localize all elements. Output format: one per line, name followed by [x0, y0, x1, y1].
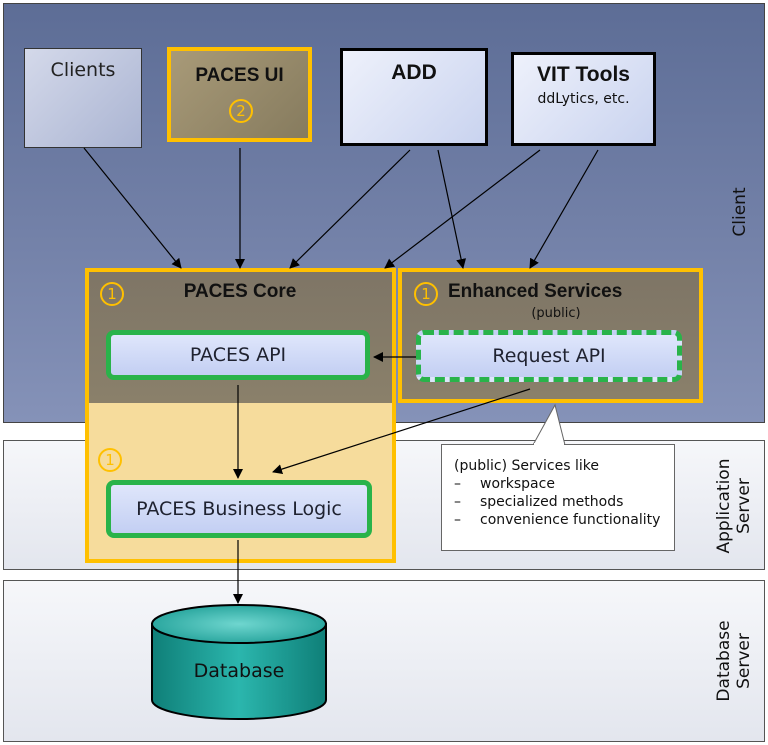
paces-api-box: PACES API	[106, 330, 370, 380]
clients-box: Clients	[24, 48, 142, 148]
database-label: Database	[193, 660, 285, 682]
paces-core-server-number-badge: 1	[98, 448, 122, 472]
callout-item: convenience functionality	[454, 511, 664, 529]
clients-label: Clients	[50, 59, 116, 81]
vit-tools-label: VIT Tools	[537, 63, 630, 86]
enhanced-services-subtitle: (public)	[531, 306, 581, 321]
callout-item: specialized methods	[454, 493, 664, 511]
paces-business-logic-box: PACES Business Logic	[106, 480, 372, 538]
vit-tools-sublabel: ddLytics, etc.	[537, 91, 630, 107]
add-label: ADD	[391, 61, 437, 84]
callout-pointer	[532, 403, 566, 446]
database-server-tier	[3, 580, 765, 742]
arrow-request-to-business	[272, 388, 531, 474]
request-api-label: Request API	[492, 345, 606, 367]
arrow-clients-to-core	[83, 147, 182, 269]
vit-tools-box: VIT Tools ddLytics, etc.	[511, 52, 656, 146]
paces-ui-box: PACES UI 2	[167, 47, 312, 142]
callout-item: workspace	[454, 475, 664, 493]
paces-core-title: PACES Core	[183, 281, 297, 302]
arrow-vit-to-enhanced	[529, 149, 599, 269]
paces-core-number-badge: 1	[100, 282, 124, 306]
paces-ui-number-badge: 2	[229, 99, 253, 123]
paces-ui-label: PACES UI	[195, 65, 284, 86]
callout-list: workspace specialized methods convenienc…	[454, 475, 664, 529]
paces-api-label: PACES API	[189, 344, 287, 366]
arrow-add-to-enhanced	[437, 149, 467, 269]
arrow-vit-to-core	[384, 149, 541, 269]
database-cylinder	[151, 604, 327, 720]
paces-core-container	[85, 268, 396, 563]
enhanced-services-number-badge: 1	[414, 282, 438, 306]
callout-pointer-seam	[534, 443, 564, 446]
services-callout: (public) Services like workspace special…	[441, 444, 675, 551]
add-box: ADD	[340, 48, 488, 146]
paces-business-logic-label: PACES Business Logic	[136, 498, 342, 520]
request-api-box: Request API	[416, 330, 682, 382]
callout-heading: (public) Services like	[454, 458, 599, 474]
enhanced-services-title: Enhanced Services	[448, 281, 623, 302]
arrow-add-to-core	[289, 149, 411, 269]
